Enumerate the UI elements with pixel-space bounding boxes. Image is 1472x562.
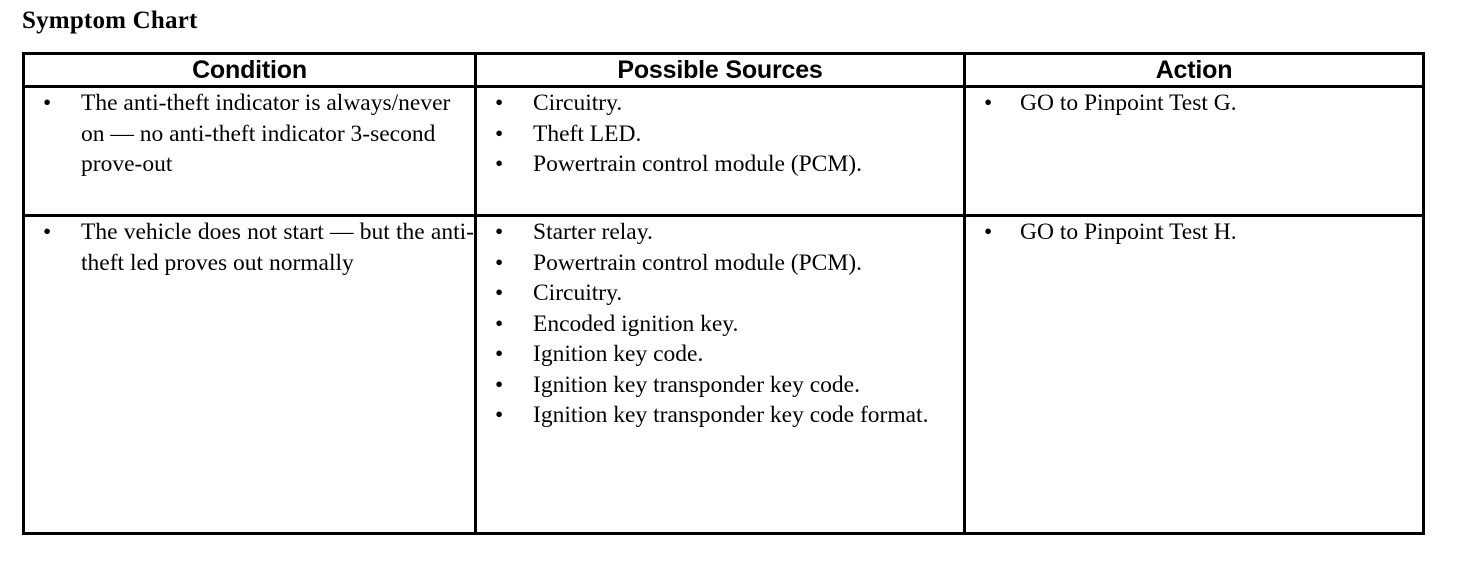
list-item: • Circuitry. (477, 278, 963, 309)
bullet-icon: • (495, 151, 504, 177)
bullet-icon: • (984, 219, 993, 245)
bullet-icon: • (495, 341, 504, 367)
list-item-label: Powertrain control module (PCM). (533, 249, 862, 276)
action-list: • GO to Pinpoint Test H. (966, 217, 1422, 248)
column-header-possible-sources: Possible Sources (474, 52, 966, 88)
action-list: • GO to Pinpoint Test G. (966, 88, 1422, 119)
list-item: • GO to Pinpoint Test H. (966, 217, 1422, 248)
bullet-icon: • (495, 90, 504, 116)
list-item-label: Ignition key transponder key code format… (533, 402, 929, 428)
table-header: Condition Possible Sources Action (22, 52, 1425, 88)
cell-possible-sources: • Starter relay. • Powertrain control mo… (474, 214, 966, 535)
cell-possible-sources: • Circuitry. • Theft LED. • Powertrain c… (474, 85, 966, 217)
bullet-icon: • (43, 90, 52, 116)
bullet-icon: • (495, 219, 504, 245)
list-item: • Starter relay. (477, 217, 963, 248)
list-item: • GO to Pinpoint Test G. (966, 88, 1422, 119)
list-item: • Theft LED. (477, 119, 963, 150)
list-item: • The vehicle does not start — but the a… (25, 217, 474, 278)
list-item: • Ignition key code. (477, 339, 963, 370)
list-item-label: The vehicle does not start — but the ant… (81, 219, 474, 276)
list-item: • Ignition key transponder key code. (477, 370, 963, 401)
bullet-icon: • (495, 120, 504, 147)
symptom-chart-table: Condition Possible Sources Action • The … (22, 52, 1425, 535)
list-item-label: Circuitry. (533, 90, 623, 116)
bullet-icon: • (495, 371, 504, 398)
bullet-icon: • (984, 90, 993, 116)
bullet-icon: • (495, 280, 504, 306)
list-item-label: Powertrain control module (PCM). (533, 151, 862, 177)
table-body: • The anti-theft indicator is always/nev… (22, 85, 1425, 535)
list-item: • The anti-theft indicator is always/nev… (25, 88, 474, 180)
list-item: • Powertrain control module (PCM). (477, 248, 963, 279)
bullet-icon: • (495, 310, 504, 337)
page-title: Symptom Chart (22, 7, 198, 34)
cell-action: • GO to Pinpoint Test H. (963, 214, 1425, 535)
possible-sources-list: • Circuitry. • Theft LED. • Powertrain c… (477, 88, 963, 180)
column-header-condition: Condition (22, 52, 477, 88)
list-item-label: Circuitry. (533, 280, 623, 306)
bullet-icon: • (495, 402, 504, 428)
table-row: • The anti-theft indicator is always/nev… (22, 85, 1425, 217)
list-item-label: The anti-theft indicator is always/never… (81, 90, 451, 177)
condition-list: • The vehicle does not start — but the a… (25, 217, 474, 278)
list-item-label: Theft LED. (533, 120, 642, 147)
bullet-icon: • (43, 219, 52, 245)
cell-action: • GO to Pinpoint Test G. (963, 85, 1425, 217)
list-item: • Powertrain control module (PCM). (477, 149, 963, 180)
bullet-icon: • (495, 249, 504, 276)
possible-sources-list: • Starter relay. • Powertrain control mo… (477, 217, 963, 431)
list-item-label: Encoded ignition key. (533, 310, 739, 337)
list-item: • Circuitry. (477, 88, 963, 119)
list-item-label: Starter relay. (533, 219, 653, 245)
list-item-label: GO to Pinpoint Test G. (1020, 90, 1237, 116)
list-item-label: Ignition key transponder key code. (533, 371, 860, 398)
list-item: • Encoded ignition key. (477, 309, 963, 340)
list-item-label: Ignition key code. (533, 341, 704, 367)
table-header-row: Condition Possible Sources Action (22, 52, 1425, 88)
column-header-action: Action (963, 52, 1425, 88)
condition-list: • The anti-theft indicator is always/nev… (25, 88, 474, 180)
cell-condition: • The vehicle does not start — but the a… (22, 214, 477, 535)
cell-condition: • The anti-theft indicator is always/nev… (22, 85, 477, 217)
list-item: • Ignition key transponder key code form… (477, 400, 963, 431)
list-item-label: GO to Pinpoint Test H. (1020, 219, 1237, 245)
table-row: • The vehicle does not start — but the a… (22, 214, 1425, 535)
